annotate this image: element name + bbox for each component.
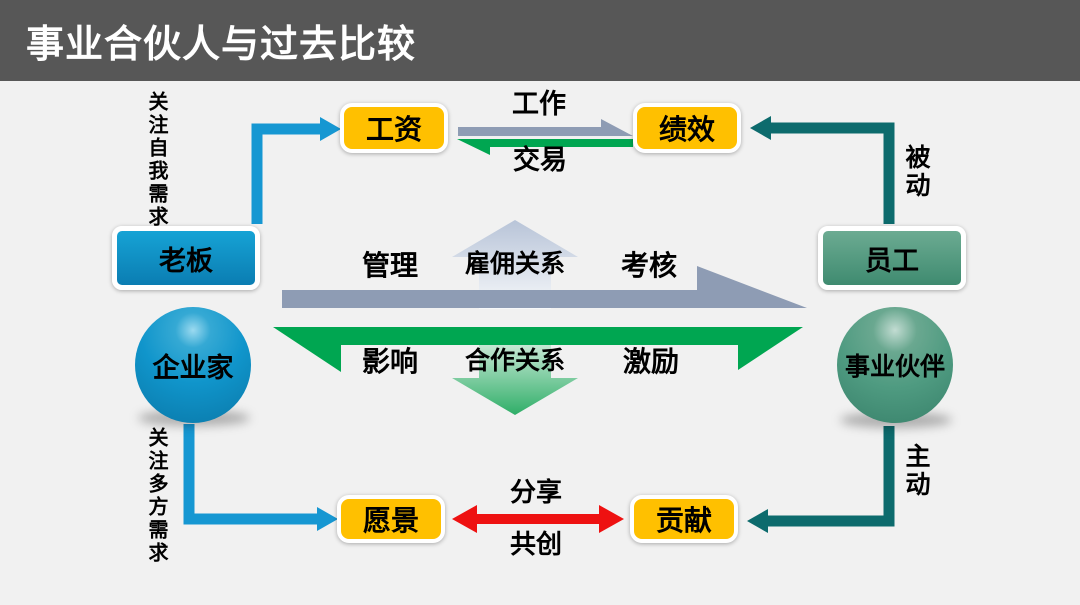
cocreate-label: 共创 [509, 529, 563, 559]
incentive-label: 激励 [622, 346, 680, 377]
salary-label: 工资 [365, 114, 422, 145]
passive-note: 被动 [902, 144, 930, 200]
vision-label: 愿景 [362, 505, 419, 536]
manage-label: 管理 [361, 250, 419, 281]
partner-contribution-connector [768, 426, 895, 527]
influence-label: 影响 [361, 346, 419, 377]
assess-label: 考核 [620, 250, 678, 281]
page-title: 事业合伙人与过去比较 [26, 24, 417, 66]
active-note: 主动 [902, 443, 930, 499]
cooperation-down-block-arrow [452, 328, 578, 415]
employment-label: 雇佣关系 [464, 250, 566, 278]
work-label: 工作 [512, 89, 566, 119]
employee-box: 员工 [818, 226, 966, 290]
performance-box: 绩效 [633, 103, 741, 153]
entrepreneur-label: 企业家 [152, 352, 234, 383]
multi-needs-note: 关注多方需求 [145, 427, 167, 565]
trade-arrow [457, 139, 633, 155]
contribution-box: 贡献 [630, 495, 738, 543]
entrepreneur-vision-connector-arrowhead [317, 507, 338, 531]
contribution-label: 贡献 [655, 505, 712, 536]
partner-sphere: 事业伙伴 [837, 307, 953, 423]
share-cocreate-double-arrow [452, 505, 624, 533]
trade-label: 交易 [513, 145, 567, 175]
partner-label: 事业伙伴 [844, 353, 945, 381]
employee-performance-connector [771, 122, 895, 224]
performance-label: 绩效 [658, 114, 715, 145]
boss-salary-connector [251, 123, 320, 224]
influence-incentive-flow-arrow [273, 327, 803, 372]
entrepreneur-sphere: 企业家 [135, 307, 251, 423]
entrepreneur-vision-connector [183, 424, 317, 525]
vision-box: 愿景 [337, 495, 445, 543]
employee-performance-connector-arrowhead [750, 116, 771, 140]
boss-box: 老板 [112, 226, 260, 290]
share-label: 分享 [509, 477, 563, 507]
manage-assess-flow-arrow [282, 266, 807, 308]
employee-label: 员工 [865, 245, 919, 276]
work-arrow [458, 119, 633, 136]
employment-up-block-arrow [452, 220, 578, 309]
self-needs-note: 关注自我需求 [145, 91, 167, 229]
boss-salary-connector-arrowhead [320, 117, 341, 141]
cooperation-label: 合作关系 [464, 347, 566, 375]
salary-box: 工资 [340, 103, 448, 153]
title-bar: 事业合伙人与过去比较 [0, 0, 1080, 81]
boss-label: 老板 [159, 245, 213, 276]
partner-contribution-connector-arrowhead [747, 509, 768, 533]
